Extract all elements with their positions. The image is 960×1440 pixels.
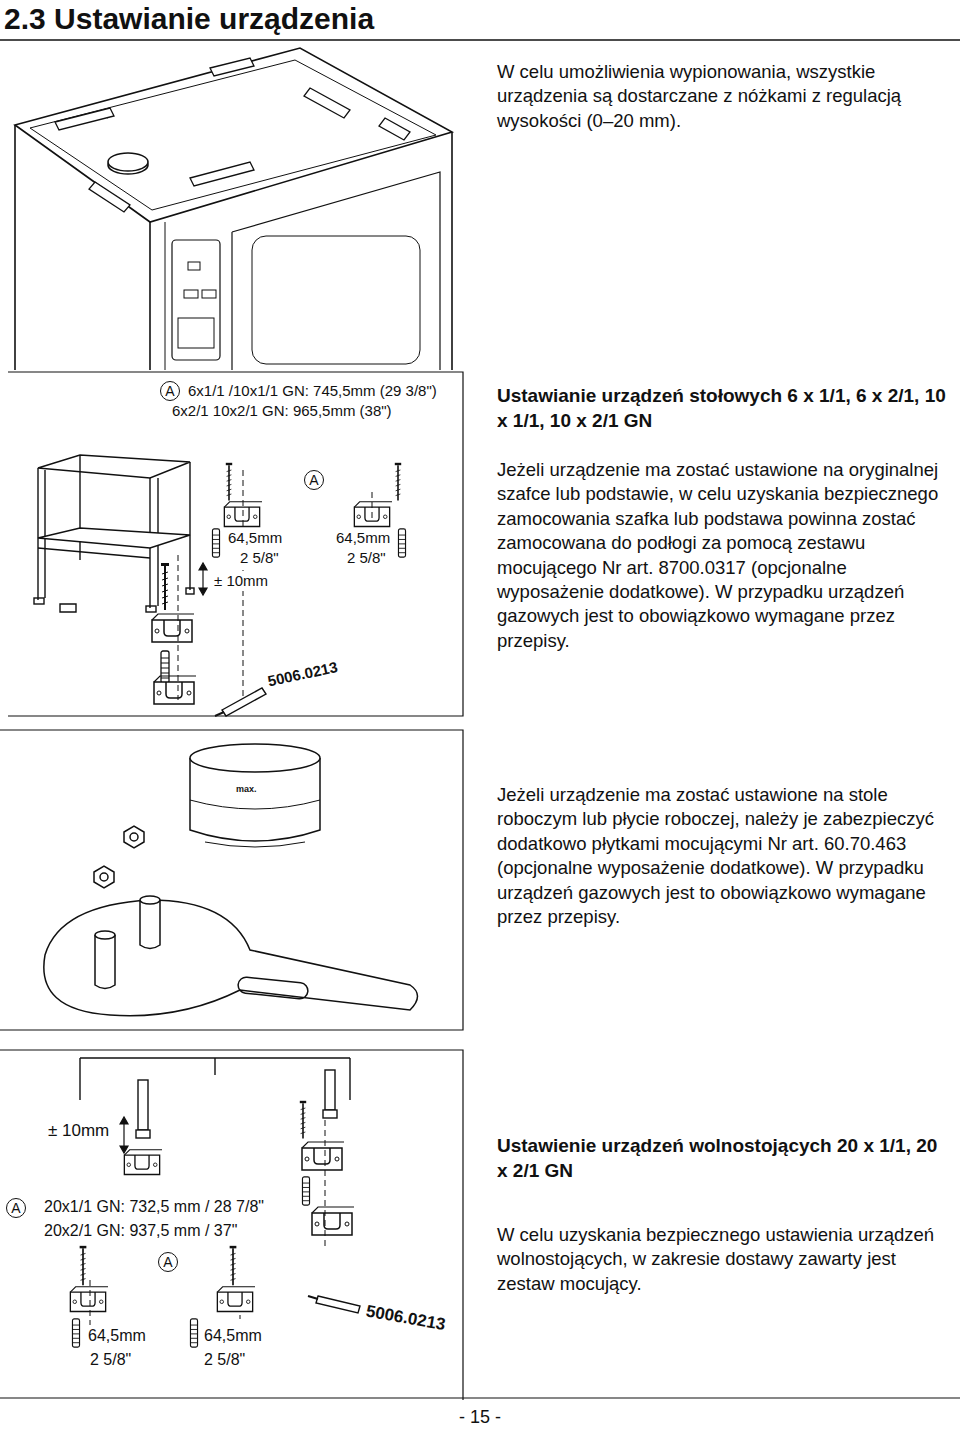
page-title: 2.3 Ustawianie urządzenia bbox=[4, 1, 374, 37]
part-number: 5006.0213 bbox=[264, 657, 341, 692]
callout-circle: A bbox=[160, 381, 180, 401]
dimension-label: 64,5mm bbox=[86, 1325, 148, 1346]
dimension-label: 64,5mm bbox=[226, 528, 284, 548]
callout-letter: A bbox=[309, 473, 318, 487]
dimension-label: 2 5/8" bbox=[238, 548, 281, 568]
part-number: 5006.0213 bbox=[362, 1300, 449, 1337]
marking-text: max. bbox=[236, 784, 257, 796]
callout-circle: A bbox=[304, 470, 324, 490]
callout-letter: A bbox=[11, 1201, 20, 1215]
dimension-label: ± 10mm bbox=[212, 571, 270, 591]
body-text: W celu uzyskania bezpiecznego ustawienia… bbox=[497, 1223, 952, 1296]
section-heading: Ustawianie urządzeń stołowych 6 x 1/1, 6… bbox=[497, 383, 947, 433]
dimension-label: 6x1/1 /10x1/1 GN: 745,5mm (29 3/8") bbox=[186, 381, 439, 401]
section-heading: Ustawienie urządzeń wolnostojących 20 x … bbox=[497, 1133, 947, 1183]
body-text: Jeżeli urządzenie ma zostać ustawione na… bbox=[497, 783, 952, 929]
dimension-label: 6x2/1 10x2/1 GN: 965,5mm (38") bbox=[170, 401, 394, 421]
callout-letter: A bbox=[165, 384, 174, 398]
body-text: Jeżeli urządzenie ma zostać ustawione na… bbox=[497, 458, 952, 653]
page-number: - 15 - bbox=[459, 1406, 501, 1430]
dimension-label: 2 5/8" bbox=[88, 1349, 133, 1370]
callout-circle: A bbox=[158, 1252, 178, 1272]
dimension-label: 2 5/8" bbox=[345, 548, 388, 568]
dimension-label: 20x2/1 GN: 937,5 mm / 37" bbox=[42, 1220, 239, 1241]
dimension-label: 64,5mm bbox=[202, 1325, 264, 1346]
callout-letter: A bbox=[163, 1255, 172, 1269]
dimension-label: 2 5/8" bbox=[202, 1349, 247, 1370]
intro-text: W celu umożliwienia wypionowania, wszyst… bbox=[497, 60, 947, 133]
dimension-label: ± 10mm bbox=[46, 1120, 111, 1142]
dimension-label: 64,5mm bbox=[334, 528, 392, 548]
dimension-label: 20x1/1 GN: 732,5 mm / 28 7/8" bbox=[42, 1196, 266, 1217]
callout-circle: A bbox=[6, 1198, 26, 1218]
